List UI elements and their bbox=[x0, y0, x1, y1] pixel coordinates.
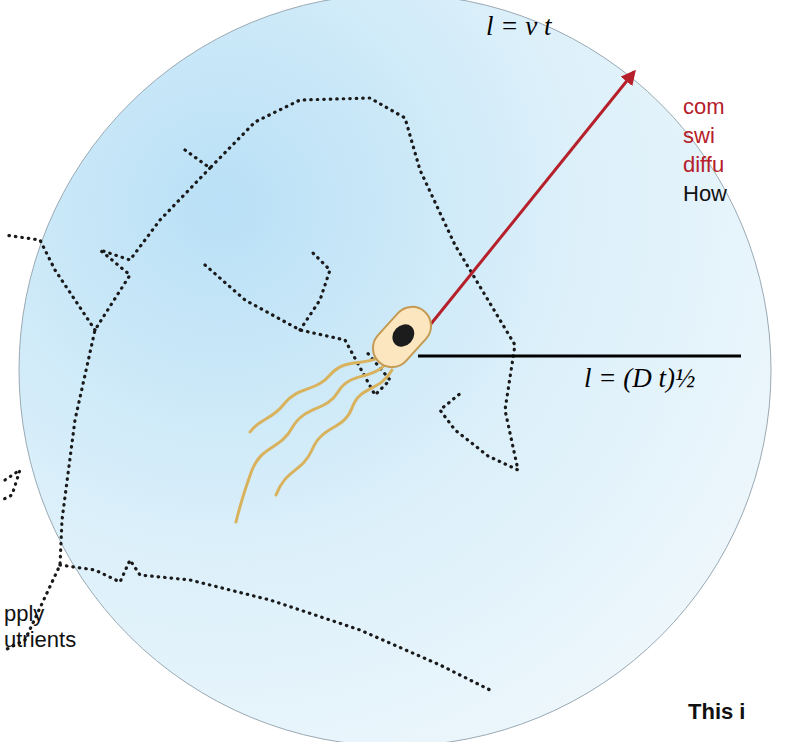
formula-label: l = v t bbox=[486, 12, 551, 42]
cropped-text: This i bbox=[688, 700, 745, 724]
formula-label: l = (D t)½ bbox=[584, 364, 695, 394]
diffusion-radius-line bbox=[418, 355, 741, 358]
velocity-arrow bbox=[418, 72, 634, 340]
diffusion-circle bbox=[19, 0, 771, 742]
cropped-text: com bbox=[683, 95, 725, 119]
cropped-text: diffu bbox=[683, 153, 724, 177]
cropped-text: pply bbox=[4, 602, 44, 626]
bacterium bbox=[365, 299, 439, 375]
trajectory bbox=[2, 98, 518, 690]
cropped-text: How bbox=[683, 182, 727, 206]
cropped-text: swi bbox=[683, 124, 715, 148]
flagella bbox=[236, 358, 392, 522]
cropped-text: utrients bbox=[4, 628, 76, 652]
